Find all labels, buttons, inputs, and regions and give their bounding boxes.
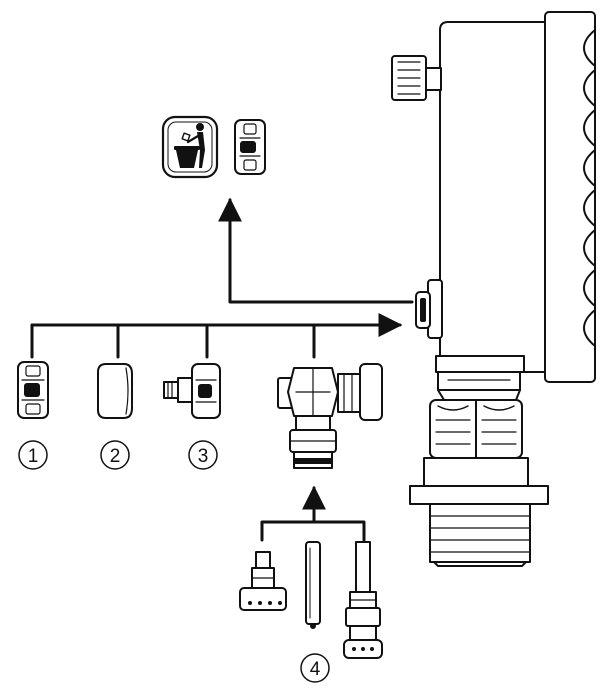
option-4-tee-adapter [277, 363, 383, 469]
cooling-fins [583, 29, 596, 347]
accessory-tube-fitting [343, 541, 383, 659]
device-neck [435, 355, 525, 401]
side-port [415, 279, 443, 339]
main-device [391, 11, 596, 567]
option-2-cap [97, 363, 133, 419]
disposal-arrow [218, 197, 414, 304]
process-thread [429, 503, 531, 567]
accessory-tube [305, 541, 321, 629]
top-fitting [391, 55, 442, 101]
disposal-icon [161, 115, 219, 179]
callout-4: 4 [300, 653, 330, 683]
mounting-flange [409, 457, 549, 505]
option-3-hose-plug [163, 363, 221, 419]
callout-1-label: 1 [28, 446, 39, 467]
callout-2: 2 [100, 440, 130, 470]
hex-nut [429, 399, 523, 459]
callout-2-label: 2 [110, 446, 121, 467]
callout-3: 3 [188, 440, 218, 470]
connector-lines [30, 197, 414, 542]
callout-1: 1 [18, 440, 48, 470]
accessory-knob-adapter [239, 551, 287, 611]
callout-4-label: 4 [310, 659, 321, 680]
option-1-plug [17, 361, 49, 419]
callout-3-label: 3 [198, 446, 209, 467]
removed-plug [234, 119, 266, 175]
